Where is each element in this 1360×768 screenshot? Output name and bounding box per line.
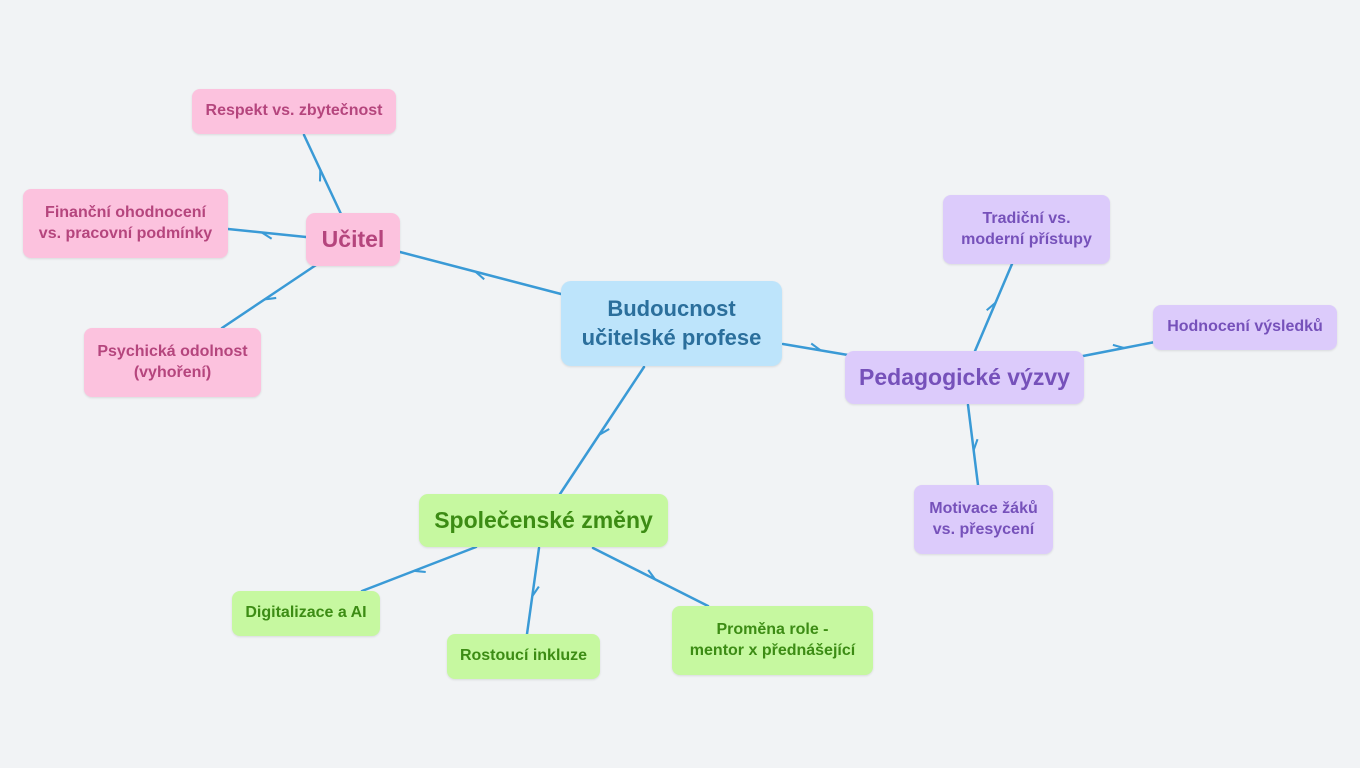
edge-ucitel-psychicka [220,263,318,330]
subtopic-financni-ohodnoceni[interactable]: Finanční ohodnocení vs. pracovní podmínk… [23,189,228,258]
topic-spolecenske-zmeny[interactable]: Společenské změny [419,494,668,547]
edge-pedagogicke-hodnoceni [1081,340,1157,358]
edge-root-spolecenske [558,365,646,496]
edge-root-pedagogicke [781,342,850,357]
edge-ucitel-respekt [302,133,343,216]
subtopic-hodnoceni-vysledku[interactable]: Hodnocení výsledků [1153,305,1337,350]
subtopic-tradicni-pristupy[interactable]: Tradiční vs. moderní přístupy [943,195,1110,264]
edge-pedagogicke-tradicni [973,262,1014,353]
subtopic-respekt[interactable]: Respekt vs. zbytečnost [192,89,396,134]
subtopic-rostouci-inkluze[interactable]: Rostoucí inkluze [447,634,600,679]
root-topic-node[interactable]: Budoucnost učitelské profese [561,281,782,366]
edge-spolecenske-inkluze [525,546,541,636]
edge-pedagogicke-motivace [966,403,980,487]
edge-spolecenske-promena [591,546,710,608]
topic-pedagogicke-vyzvy[interactable]: Pedagogické výzvy [845,351,1084,404]
edge-root-ucitel [398,250,563,296]
subtopic-digitalizace[interactable]: Digitalizace a AI [232,591,380,636]
edge-ucitel-financni [226,227,308,240]
subtopic-motivace-zaku[interactable]: Motivace žáků vs. přesycení [914,485,1053,554]
topic-ucitel[interactable]: Učitel [306,213,400,266]
subtopic-psychicka-odolnost[interactable]: Psychická odolnost (vyhoření) [84,328,261,397]
subtopic-promena-role[interactable]: Proměna role - mentor x přednášející [672,606,873,675]
edge-spolecenske-digitalizace [360,545,478,593]
